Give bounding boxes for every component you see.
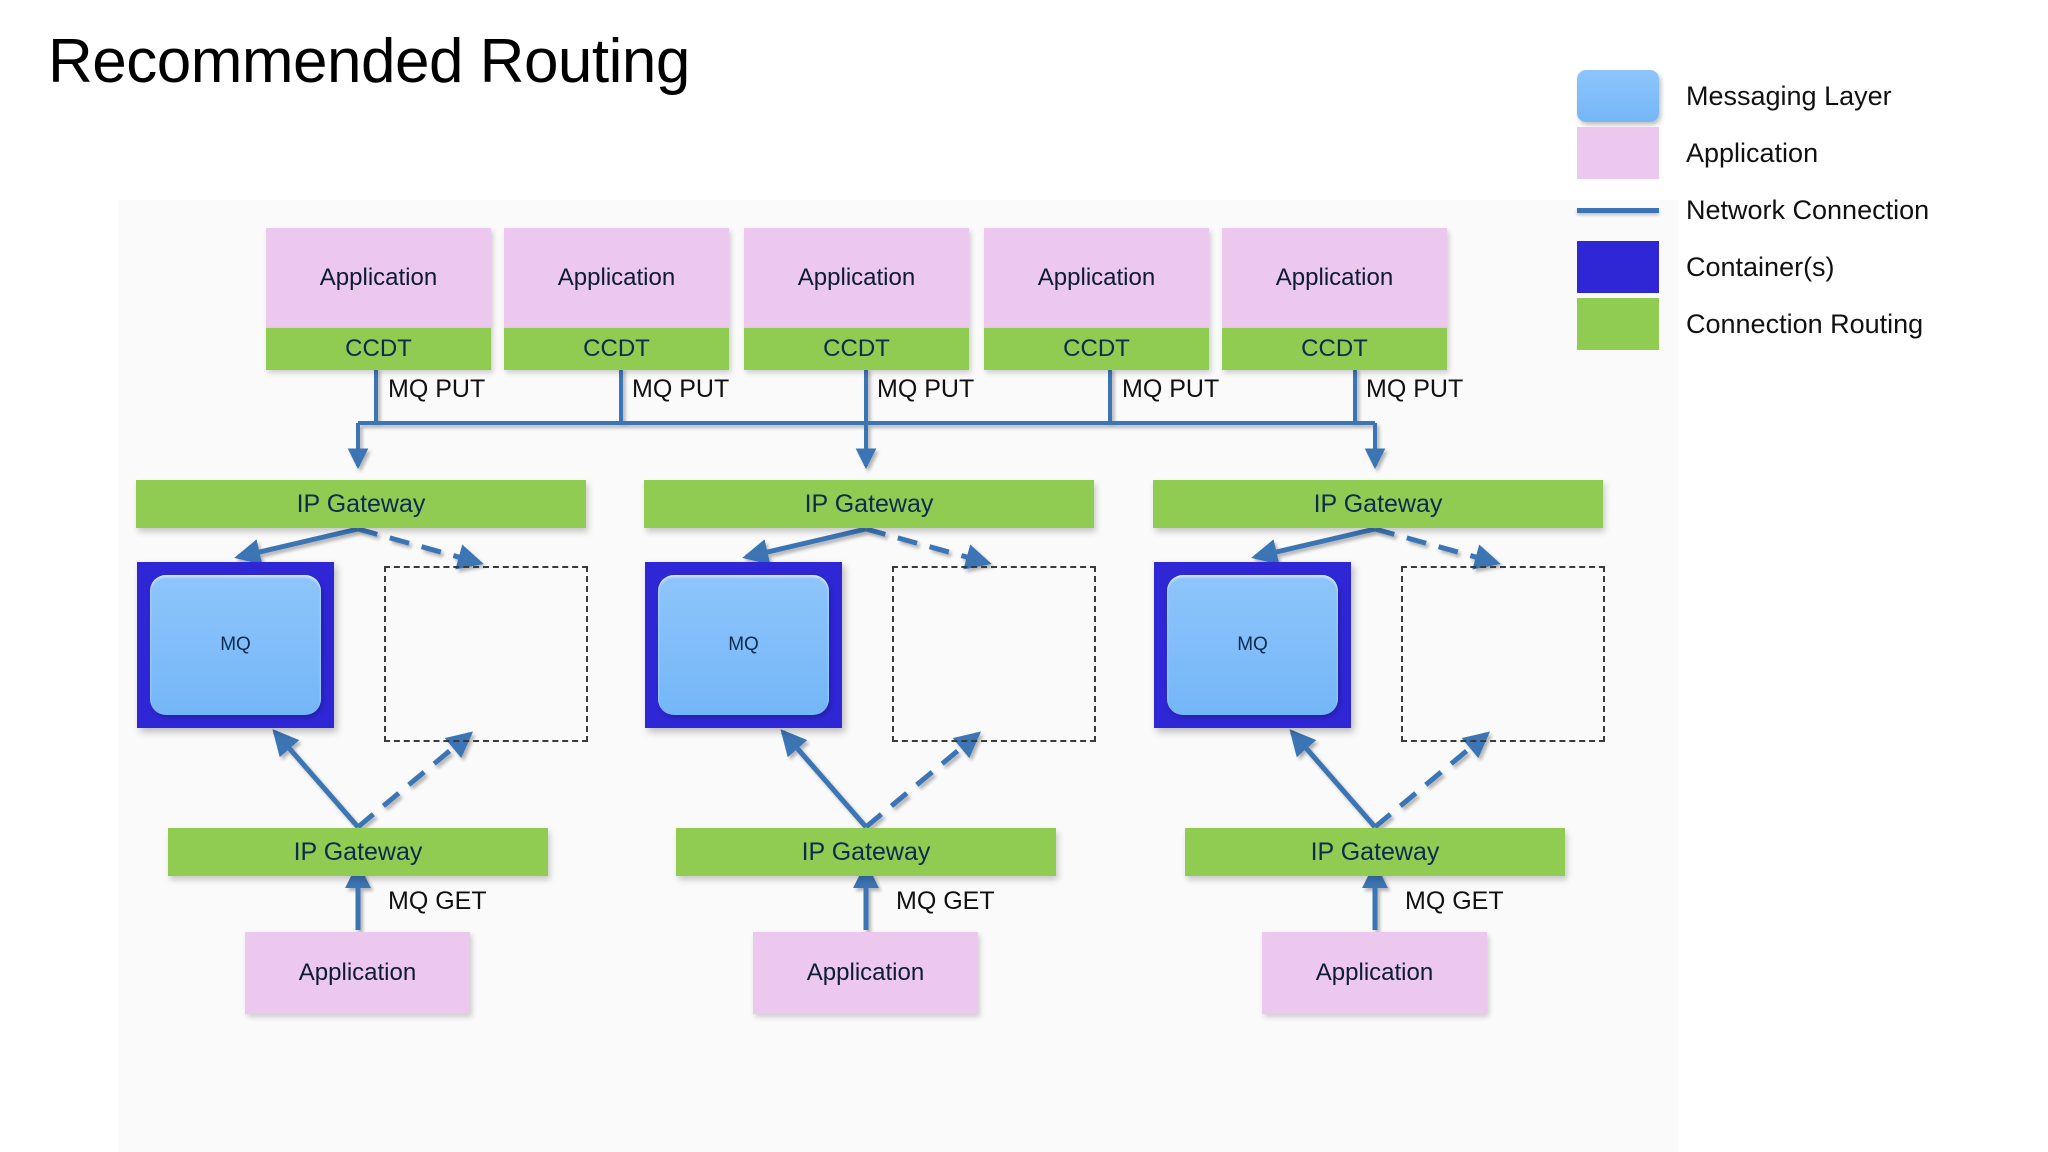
inbound-ip-gateway-1[interactable]: IP Gateway [136, 480, 586, 528]
mq-put-label-3: MQ PUT [877, 375, 975, 403]
container-3[interactable]: MQ [1154, 562, 1351, 728]
legend-label-messaging-layer: Messaging Layer [1686, 80, 1892, 111]
legend: Messaging Layer Application Network Conn… [1577, 70, 2037, 355]
legend-item-application: Application [1577, 127, 2037, 179]
inbound-ip-gateway-2[interactable]: IP Gateway [644, 480, 1094, 528]
mq-put-label-4: MQ PUT [1122, 375, 1220, 403]
legend-label-network-connection: Network Connection [1686, 194, 1930, 225]
standby-placeholder-3 [1401, 566, 1605, 742]
container-swatch [1577, 241, 1659, 293]
producer-ccdt-5[interactable]: CCDT [1222, 328, 1447, 370]
standby-placeholder-2 [892, 566, 1096, 742]
queue-manager-3[interactable]: MQ [1167, 575, 1338, 715]
legend-item-container: Container(s) [1577, 241, 2037, 293]
producer-application-4[interactable]: Application [984, 228, 1209, 328]
consumer-application-1[interactable]: Application [245, 932, 470, 1014]
network-connection-swatch [1577, 184, 1659, 236]
producer-ccdt-1[interactable]: CCDT [266, 328, 491, 370]
container-2[interactable]: MQ [645, 562, 842, 728]
legend-label-container: Container(s) [1686, 251, 1835, 282]
outbound-ip-gateway-2[interactable]: IP Gateway [676, 828, 1056, 876]
connection-routing-swatch [1577, 298, 1659, 350]
legend-item-connection-routing: Connection Routing [1577, 298, 2037, 350]
mq-get-label-2: MQ GET [896, 887, 995, 915]
queue-manager-1[interactable]: MQ [150, 575, 321, 715]
outbound-ip-gateway-3[interactable]: IP Gateway [1185, 828, 1565, 876]
producer-ccdt-2[interactable]: CCDT [504, 328, 729, 370]
mq-get-label-1: MQ GET [388, 887, 487, 915]
mq-put-label-1: MQ PUT [388, 375, 486, 403]
producer-application-2[interactable]: Application [504, 228, 729, 328]
page-title: Recommended Routing [48, 27, 690, 96]
legend-item-messaging-layer: Messaging Layer [1577, 70, 2037, 122]
mq-put-label-2: MQ PUT [632, 375, 730, 403]
messaging-layer-swatch [1577, 70, 1659, 122]
outbound-ip-gateway-1[interactable]: IP Gateway [168, 828, 548, 876]
producer-application-5[interactable]: Application [1222, 228, 1447, 328]
standby-placeholder-1 [384, 566, 588, 742]
container-1[interactable]: MQ [137, 562, 334, 728]
application-swatch [1577, 127, 1659, 179]
mq-get-label-3: MQ GET [1405, 887, 1504, 915]
producer-application-3[interactable]: Application [744, 228, 969, 328]
producer-ccdt-4[interactable]: CCDT [984, 328, 1209, 370]
queue-manager-2[interactable]: MQ [658, 575, 829, 715]
producer-application-1[interactable]: Application [266, 228, 491, 328]
legend-item-network-connection: Network Connection [1577, 184, 2037, 236]
mq-put-label-5: MQ PUT [1366, 375, 1464, 403]
legend-label-connection-routing: Connection Routing [1686, 308, 1924, 339]
inbound-ip-gateway-3[interactable]: IP Gateway [1153, 480, 1603, 528]
legend-label-application: Application [1686, 137, 1819, 168]
consumer-application-2[interactable]: Application [753, 932, 978, 1014]
consumer-application-3[interactable]: Application [1262, 932, 1487, 1014]
producer-ccdt-3[interactable]: CCDT [744, 328, 969, 370]
